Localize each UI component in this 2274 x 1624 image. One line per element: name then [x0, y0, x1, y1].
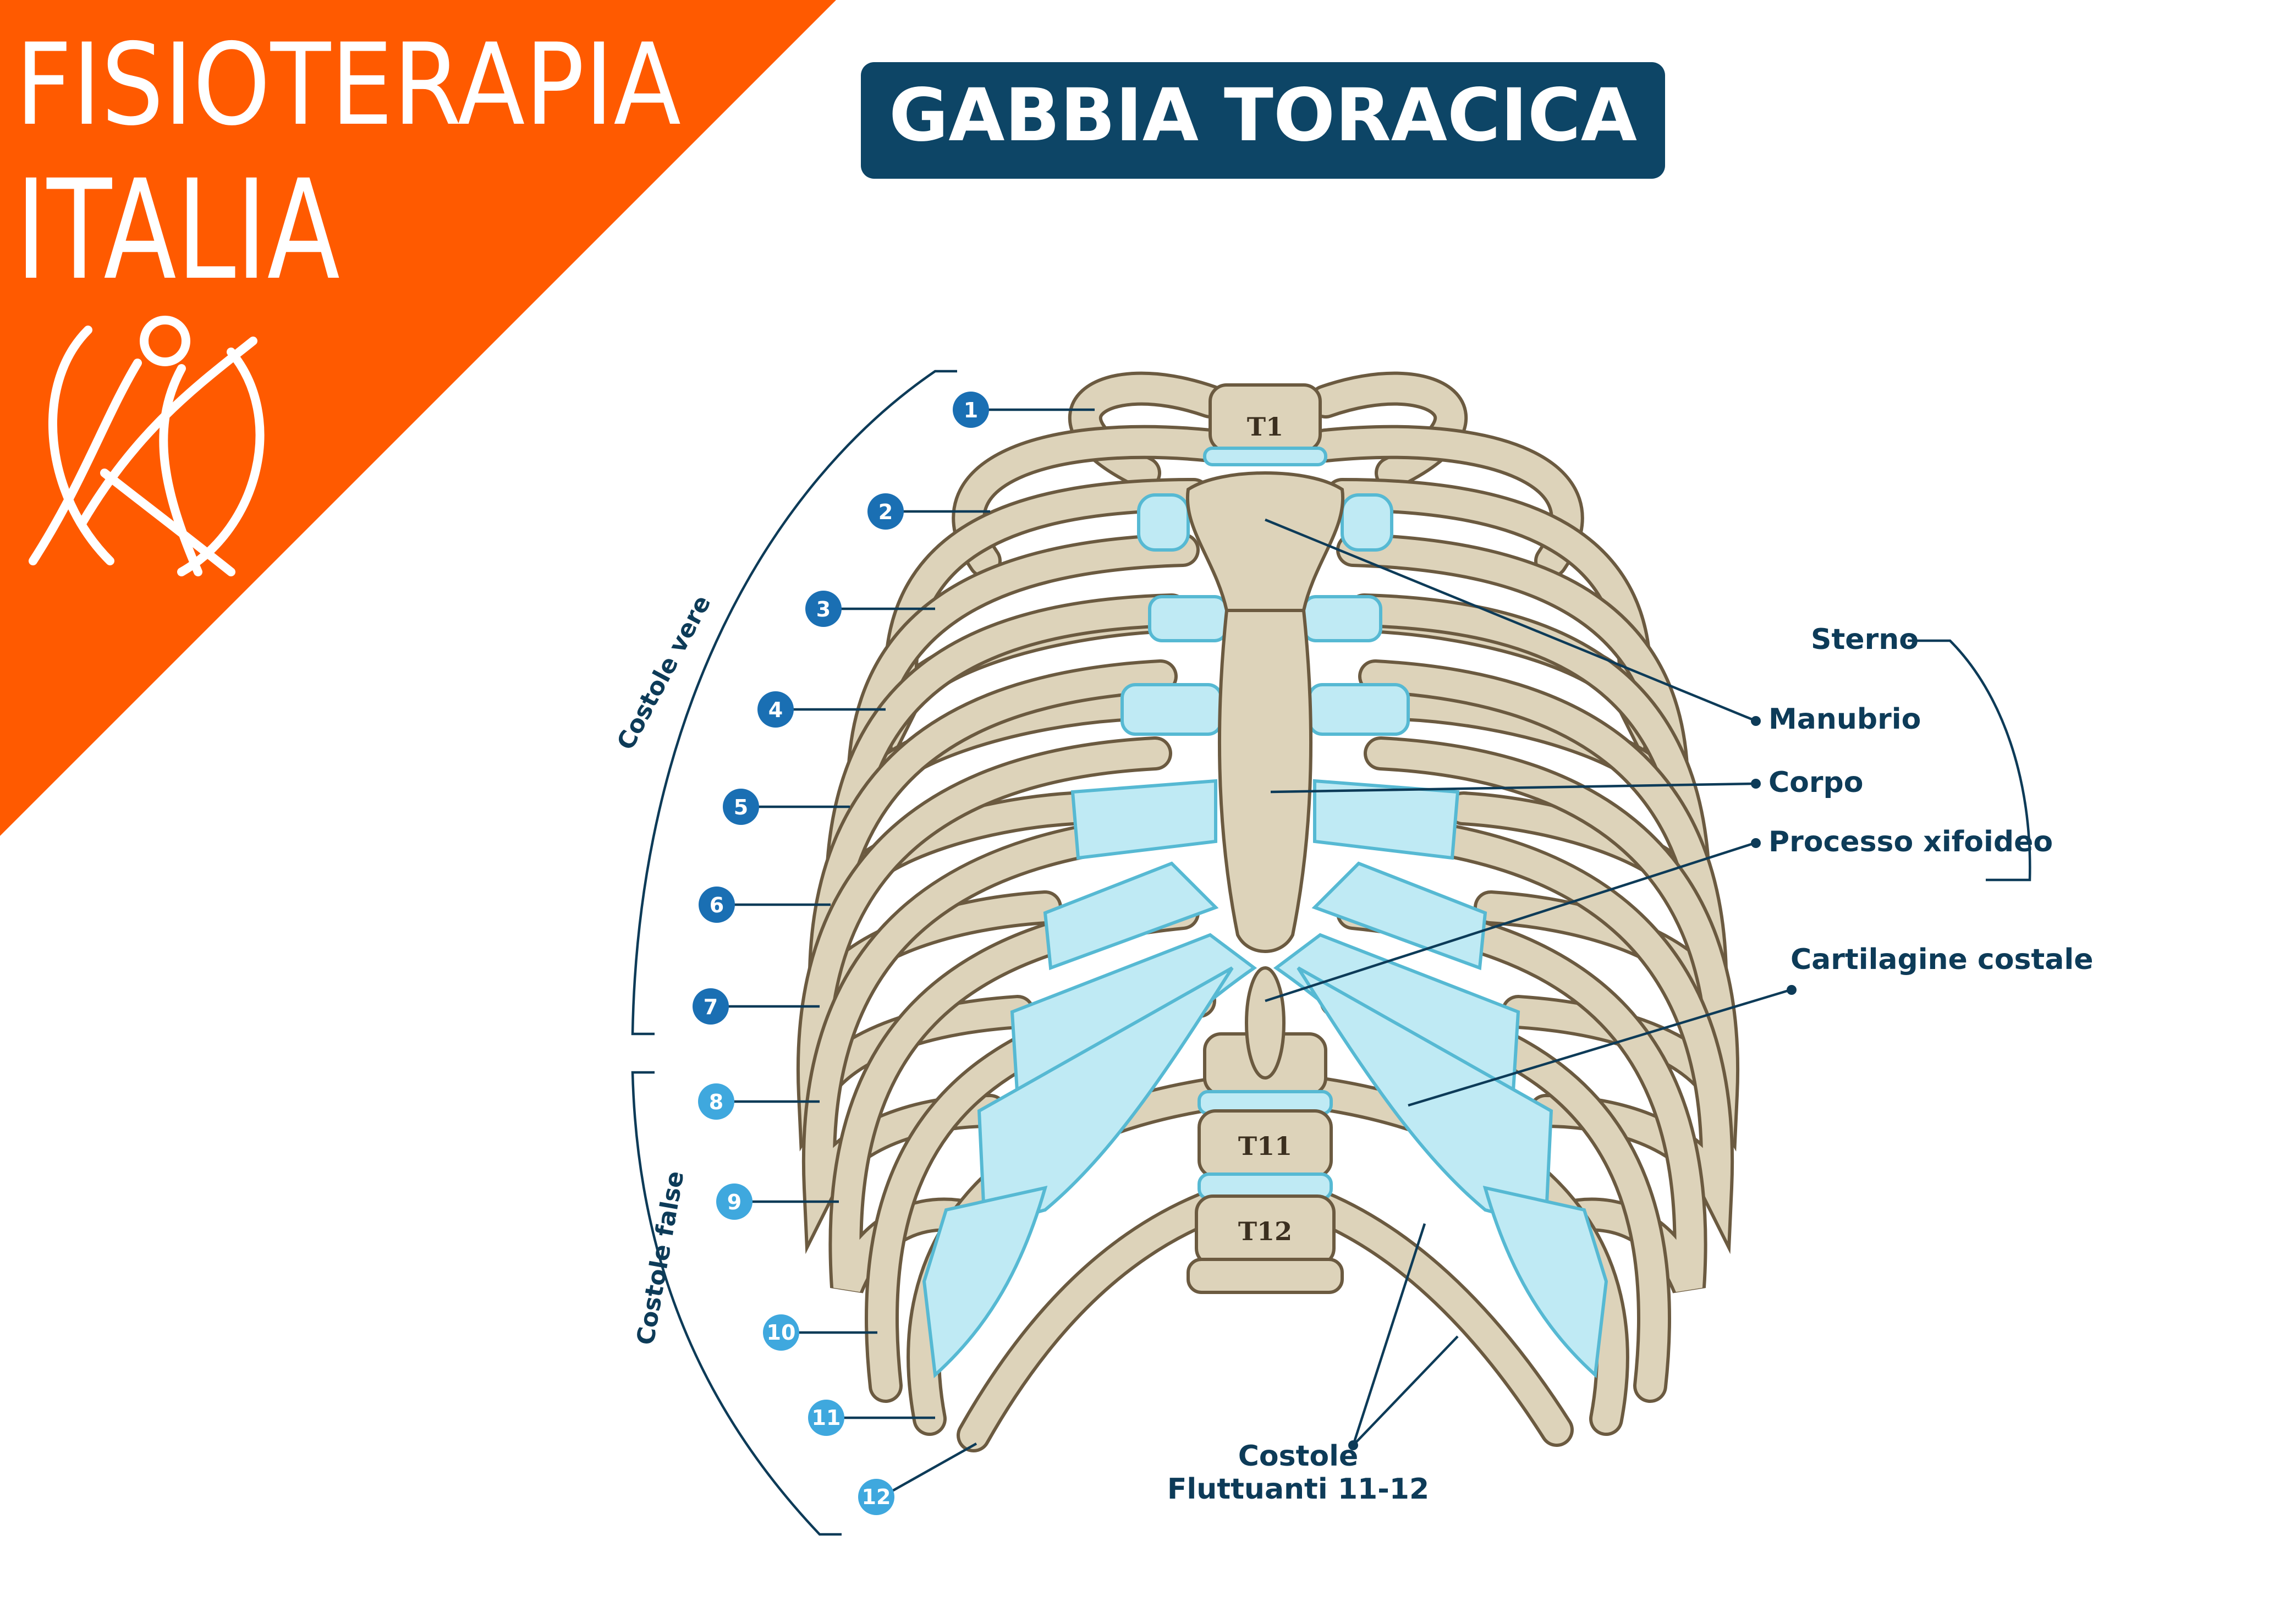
logo-line1: FISIOTERAPIA [15, 20, 681, 151]
svg-text:1: 1 [964, 398, 978, 422]
svg-text:6: 6 [710, 893, 724, 917]
svg-text:4: 4 [768, 698, 783, 722]
svg-text:11: 11 [812, 1406, 841, 1430]
title-banner: GABBIA TORACICA [861, 62, 1665, 179]
vertebra-t12-label: T12 [1238, 1216, 1292, 1246]
xiphoid-process [1246, 968, 1284, 1078]
vertebra-t1-label: T1 [1247, 412, 1283, 442]
rib-badge-12: 12 [858, 1444, 976, 1515]
sternum-body [1220, 610, 1311, 951]
page-title: GABBIA TORACICA [889, 73, 1637, 158]
svg-text:10: 10 [767, 1320, 796, 1345]
sterno-label: Sterno [1811, 623, 1919, 656]
rib-badge-5: 5 [723, 789, 850, 825]
rib-cage-illustration [814, 385, 1722, 1435]
svg-text:5: 5 [734, 795, 748, 819]
rib-badge-10: 10 [763, 1314, 877, 1351]
vertebra-t11-label: T11 [1238, 1131, 1292, 1161]
svg-text:2: 2 [878, 500, 893, 524]
true-ribs-label: Costole vere [612, 591, 717, 755]
manubrio-label: Manubrio [1768, 703, 1921, 736]
rib-badge-6: 6 [699, 887, 831, 923]
processo-label: Processo xifoideo [1768, 825, 2053, 858]
logo-line2: ITALIA [15, 150, 340, 310]
fluttuanti-label-line2: Fluttuanti 11-12 [1167, 1473, 1429, 1506]
cartilagine-label: Cartilagine costale [1790, 943, 2093, 976]
svg-text:9: 9 [727, 1190, 741, 1214]
svg-text:3: 3 [816, 597, 831, 621]
svg-text:8: 8 [709, 1090, 723, 1114]
svg-text:12: 12 [862, 1485, 891, 1509]
fluttuanti-label-line1: Costole [1238, 1440, 1359, 1473]
logo: FISIOTERAPIA ITALIA [0, 0, 836, 836]
corpo-label: Corpo [1768, 766, 1863, 799]
svg-text:7: 7 [704, 995, 718, 1019]
